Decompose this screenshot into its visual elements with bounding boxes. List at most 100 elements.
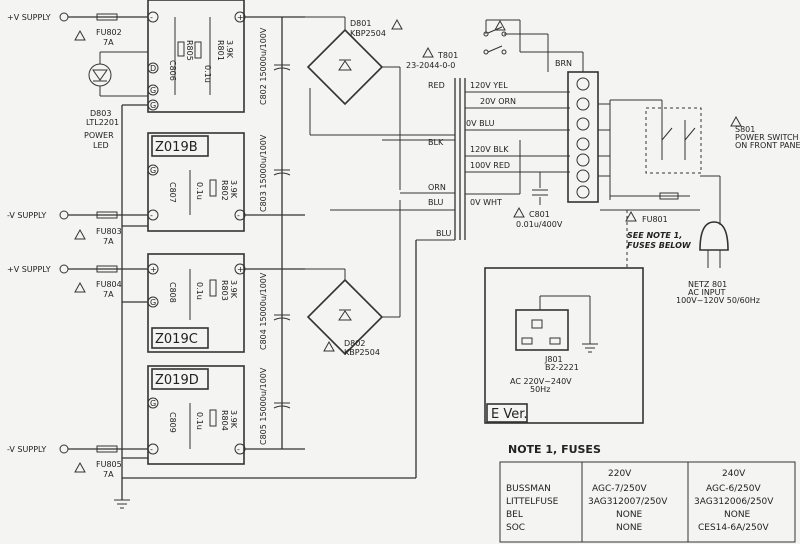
module-title: Z019C — [155, 332, 198, 347]
part-value: 0.1u — [203, 65, 212, 83]
wire-label: ORN — [428, 183, 446, 192]
see-note-line2: FUSES BELOW — [627, 241, 692, 250]
table-cell: BEL — [506, 510, 523, 520]
capacitor-icon — [273, 402, 291, 409]
led-line2: LED — [93, 141, 109, 150]
wire-label: 120V BLK — [470, 145, 509, 154]
warning-icon — [323, 340, 335, 352]
table-cell: NONE — [616, 510, 643, 520]
warning-icon — [730, 115, 742, 127]
module-c: Z019C + + G C808 0.1u R803 3.9K — [147, 253, 246, 353]
brn-label: BRN — [555, 59, 572, 68]
supply-row-1: +V SUPPLY FU802 7A — [7, 12, 148, 47]
col-header: 240V — [722, 469, 746, 479]
ac-input-ref: NETZ 801 — [688, 280, 727, 289]
wire-label: RED — [428, 81, 445, 90]
table-cell: NONE — [724, 510, 751, 520]
pin-label: - — [150, 211, 153, 220]
wire-label: BLU — [428, 198, 444, 207]
wire-label: 0V WHT — [470, 198, 502, 207]
wire-label: BLK — [428, 138, 444, 147]
bridge-d802: D802 KBP2504 — [305, 200, 401, 357]
transformer: T801 23-2044-0-0 RED BLK ORN BLU BLU 120… — [309, 46, 570, 478]
part-ref: C806 — [168, 60, 177, 81]
pin-label: G — [150, 101, 156, 110]
table-cell: NONE — [616, 523, 643, 533]
part-value: 0.1u — [195, 412, 204, 430]
led-ref: D803 — [90, 109, 111, 118]
table-cell: LITTELFUSE — [506, 497, 559, 507]
capacitor-icon — [273, 314, 291, 321]
table-cell: AGC-6/250V — [706, 484, 761, 494]
supply-row-2: -V SUPPLY FU803 7A — [7, 210, 148, 246]
warning-icon — [74, 228, 86, 240]
voltage-selector: BRN — [483, 19, 611, 203]
capacitor-icon — [273, 169, 291, 176]
jack-part: B2-2221 — [545, 363, 579, 372]
module-title: Z019B — [155, 140, 198, 155]
col-header: 220V — [608, 469, 632, 479]
table-cell: 3AG312007/250V — [588, 497, 668, 507]
ac-input-line1: AC INPUT — [688, 288, 725, 297]
pin-label: - — [150, 445, 153, 454]
fuse-rating: 7A — [103, 237, 114, 246]
part-ref: C807 — [168, 182, 177, 203]
iec-socket-icon — [515, 309, 569, 351]
wire-label: 0V BLU — [466, 119, 495, 128]
e-ver-label: E Ver. — [491, 407, 528, 422]
supply-label: -V SUPPLY — [7, 211, 46, 220]
warning-icon — [513, 206, 525, 218]
part-ref: R803 — [220, 280, 229, 301]
part-ref: R801 — [216, 40, 225, 61]
table-cell: CES14-6A/250V — [698, 523, 769, 533]
capacitor-label: C805 15000u/100V — [259, 367, 268, 445]
capacitor-label: C804 15000u/100V — [259, 272, 268, 350]
fuse-label: FU805 — [96, 460, 122, 469]
part-ref: R802 — [220, 180, 229, 201]
capacitor-icon — [273, 64, 291, 71]
fuse-rating: 7A — [103, 470, 114, 479]
warning-icon — [494, 19, 506, 31]
jack-line1: AC 220V~240V — [510, 377, 572, 386]
module-a: - + D G G R805 R801 C806 0.1u 3.9K — [147, 0, 246, 113]
table-cell: BUSSMAN — [506, 484, 551, 494]
part-ref: R804 — [220, 410, 229, 431]
supply-label: +V SUPPLY — [7, 13, 51, 22]
diode-icon — [338, 309, 352, 321]
pin-label: + — [237, 265, 244, 274]
switch-contacts — [487, 26, 503, 53]
part-value: 3.9K — [229, 410, 238, 429]
wire-label: 100V RED — [470, 161, 510, 170]
switch-ref: S801 — [735, 125, 755, 134]
switch-line1: POWER SWITCH — [735, 133, 799, 142]
bridge-d801: D801 KBP2504 — [305, 16, 403, 190]
power-switch: S801 POWER SWITCH ON FRONT PANEL — [610, 99, 800, 174]
pin-label: - — [237, 211, 240, 220]
bridge-ref: D801 — [350, 19, 371, 28]
pin-label: G — [150, 166, 156, 175]
pin-label: G — [150, 399, 156, 408]
table-cell: 3AG312006/250V — [694, 497, 774, 507]
table-cell: AGC-7/250V — [592, 484, 647, 494]
fuse-label: FU803 — [96, 227, 122, 236]
wire-label: 120V YEL — [470, 81, 508, 90]
part-value: 0.1u — [195, 282, 204, 300]
part-ref: C808 — [168, 282, 177, 303]
ground-icon — [582, 343, 598, 353]
part-value: 3.9K — [229, 280, 238, 299]
capacitor-label: C803 15000u/100V — [259, 134, 268, 212]
transformer-part: 23-2044-0-0 — [406, 61, 455, 70]
pin-label: + — [150, 265, 157, 274]
wire-label: 20V ORN — [480, 97, 516, 106]
bulk-capacitors: C802 15000u/100V C803 15000u/100V C804 1… — [244, 16, 305, 450]
jack-line2: 50Hz — [530, 385, 550, 394]
bridge-part: KBP2504 — [344, 348, 380, 357]
fuse-rating: 7A — [103, 290, 114, 299]
pin-label: G — [150, 86, 156, 95]
module-b: Z019B G - - C807 0.1u R802 3.9K — [147, 132, 246, 232]
diode-icon — [338, 59, 352, 71]
switch-line2: ON FRONT PANEL — [735, 141, 800, 150]
c801-ref: C801 — [529, 210, 550, 219]
pin-label: - — [150, 13, 153, 22]
